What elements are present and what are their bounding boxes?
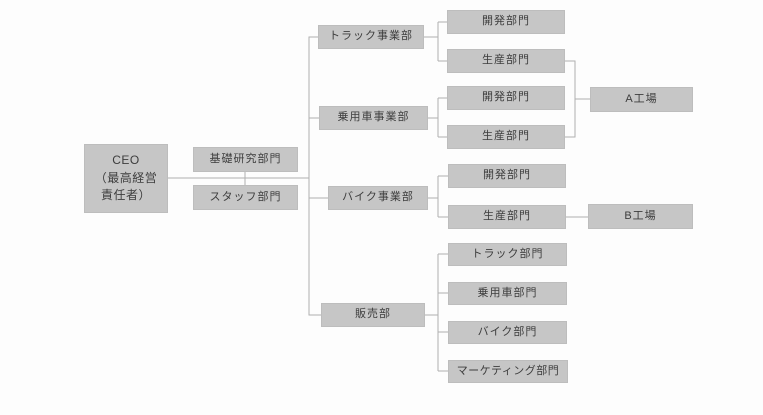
- node-bike-dev: 開発部門: [448, 164, 566, 188]
- node-truck-dev: 開発部門: [447, 10, 565, 34]
- connector-main-trunk: [308, 36, 328, 316]
- node-sales-marketing: マーケティング部門: [448, 360, 568, 383]
- node-car-division: 乗用車事業部: [319, 106, 428, 130]
- node-bike-prod: 生産部門: [448, 205, 566, 229]
- connector-factory-a-bracket: [565, 60, 590, 138]
- connector-sales-bracket: [425, 253, 448, 372]
- node-truck-division: トラック事業部: [318, 25, 424, 49]
- node-sales-car: 乗用車部門: [448, 282, 567, 305]
- node-ceo: CEO （最高経営 責任者）: [84, 144, 168, 213]
- node-staff: スタッフ部門: [193, 185, 298, 210]
- node-sales-department: 販売部: [321, 303, 425, 327]
- connector-bike-bracket: [428, 175, 448, 218]
- node-car-prod: 生産部門: [447, 125, 565, 149]
- node-sales-truck: トラック部門: [448, 243, 567, 266]
- node-truck-prod: 生産部門: [447, 49, 565, 73]
- node-factory-b: B工場: [588, 204, 693, 229]
- connector-car-bracket: [428, 97, 447, 138]
- connector-truck-bracket: [424, 21, 447, 62]
- node-car-dev: 開発部門: [447, 86, 565, 110]
- node-sales-bike: バイク部門: [448, 321, 567, 344]
- node-factory-a: A工場: [590, 87, 693, 112]
- node-basic-research: 基礎研究部門: [193, 147, 298, 172]
- node-bike-division: バイク事業部: [328, 186, 428, 210]
